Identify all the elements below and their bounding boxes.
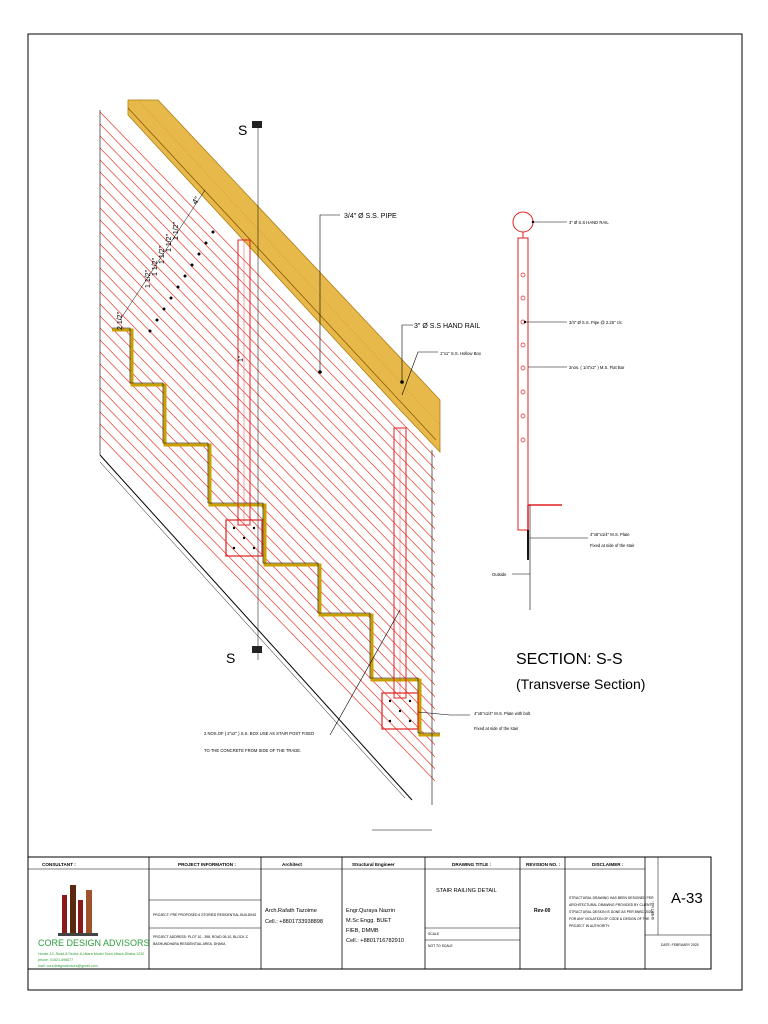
firm-email: mail: coredesignadvisors@gmail.com [38,964,98,968]
section-callout-flat-bar: 2nos. ( 1/4"x2" ) M.S. Flat Bar [569,365,625,370]
dimension-pitch-3: 1 1/2" [159,245,166,264]
stair-soffit [99,454,413,801]
engineer-cell: Cell.: +8801716782910 [346,938,404,944]
section-hand-rail [512,211,534,233]
callout-base-plate-1: 4"x5"x1/4" M.S. Plate with bolt [474,711,531,716]
engineer-name: Engr.Quraya Nazrin [346,908,395,914]
title-block-text: CONSULTANT : CORE DESIGN ADVISORS House-… [38,862,703,968]
dimension-pitch-2: 1 1/2" [166,233,173,252]
sheet-no-label: SHEET NO : [651,901,655,920]
callout-ss-pipe: 3/4" Ø S.S. PIPE [344,213,397,220]
section-callout-plate-1: 4"x6"x1/4" M.S. Plate [590,532,630,537]
dimension-side: 2 1/2" [117,311,124,330]
dimension-pitch-1: 1 1/2" [173,221,180,240]
architect-cell: Cell.: +8801733938898 [265,919,323,925]
drawing-title: STAIR RAILING DETAIL [436,888,497,894]
hatch-lines [100,111,435,787]
section-mark-bottom [252,646,262,653]
stair-post-left [225,239,263,557]
dimension-pitch-4: 1 1/2" [152,257,159,276]
section-mark-top [252,121,262,128]
disclaimer-line-3: STRUCTURAL DESIGN IS DONE AS PER BNBC 20… [569,910,653,914]
section-subtitle: (Transverse Section) [516,676,645,692]
stair-soffit-inner [99,461,406,799]
project-line-2: PROJECT ADDRESS: PLOT 10 - 398, ROAD 05-… [153,935,249,939]
scale-value: NOT TO SCALE [428,944,453,948]
engineer-membership: FIEB, DMMB [346,928,379,934]
drawing-header: DRAWING TITLE : [452,862,492,867]
transverse-section: 3" Ø S.S HAND RAIL 3/4" Ø S.S. Pipe @ 2.… [492,211,645,692]
title-block [27,856,712,970]
section-callout-pipe: 3/4" Ø S.S. Pipe @ 2.25" c/c [569,320,622,325]
callout-base-plate-2: Fixed at side of the stair [474,726,519,731]
engineer-header: Structural Engineer [352,862,395,867]
consultant-header: CONSULTANT : [42,862,76,867]
section-callout-outside: Outside [492,572,507,577]
project-header: PROJECT INFORMATION : [178,862,236,867]
project-line-3: BASHUNDHARA RESIDENTIAL AREA, DHAKA [153,942,226,946]
sheet-no: A-33 [671,890,703,907]
engineer-degree: M.Sc Engg. BUET [346,918,392,924]
section-title: SECTION: S-S [516,651,623,668]
dimension-top: 4" [190,195,202,206]
firm-phone: phone: 01521-495677 [38,958,73,962]
architect-name: Arch.Rafath Tazoime [265,908,317,914]
dimension-chain [119,189,215,333]
callout-post-note-2: TO THE CONCRETE FROM SIDE OF THE TRADE. [204,748,301,753]
stair-profile [112,328,440,737]
revision-value: Rev-00 [534,908,551,914]
firm-name: CORE DESIGN ADVISORS [38,938,150,948]
section-callout-hand-rail: 3" Ø S.S HAND RAIL [569,220,609,225]
disclaimer-line-1: STRUCTURAL DRAWING HAS BEEN DESIGNED PER [569,896,654,900]
sheet-border [27,33,743,991]
architect-header: Architect [282,862,302,867]
section-leaders [512,221,588,575]
section-label-bottom: S [226,650,235,666]
callout-post-note-1: 2 NOS.OF ( 2"x2" ) S.S. BOX USE AS STAIR… [204,731,314,736]
hand-rail-edge [127,107,437,441]
section-post [517,237,529,531]
leader-dot [318,370,322,374]
callout-leaders [319,214,470,736]
dimension-post-gap: 1" [238,355,245,362]
leader-dot [523,320,527,324]
scale-label: SCALE [428,932,440,936]
callout-hollow-box: 1"x1" S.S. Hollow Box [440,351,482,356]
leader-dot [400,380,404,384]
sheet-date: DATE: FEBRUARY 2025 [661,943,699,947]
section-callout-plate-2: Fixed at side of the stair [590,543,635,548]
disclaimer-line-5: PROJECT IN AUTHORITY. [569,924,610,928]
callout-hand-rail: 3" Ø S.S HAND RAIL [414,323,480,330]
leader-dot [531,220,535,224]
firm-logo [58,885,98,936]
dimension-pitch-5: 1 1/2" [145,269,152,288]
disclaimer-line-4: FOR ANY VIOLATION OF CODE & DESIGN OF TH… [569,917,650,921]
revision-header: REVISION NO. : [526,862,561,867]
stair-elevation: S S [99,99,531,831]
section-pipe-holes [520,272,526,443]
section-label-top: S [238,122,247,138]
disclaimer-line-2: ARCHITECTURAL DRAWING PROVIDED BY CLIENT… [569,903,652,907]
firm-address: House-13, Road-8,Sector-6,Uttara Model T… [38,952,144,956]
stair-post-right [381,427,419,730]
project-line-1: PROJECT: PRE PROPOSED 6 STORIED RESIDENT… [153,913,257,917]
disclaimer-header: DISCLAIMER : [592,862,624,867]
